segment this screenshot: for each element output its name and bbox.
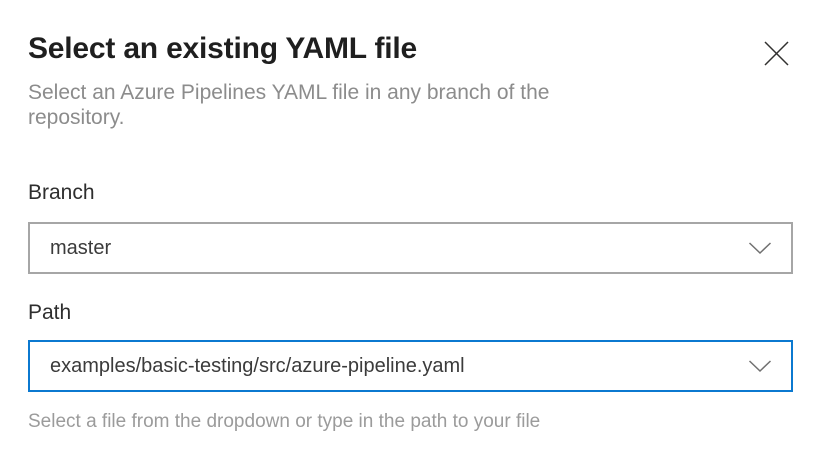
dialog-subtitle: Select an Azure Pipelines YAML file in a…: [28, 81, 550, 129]
path-helper-text: Select a file from the dropdown or type …: [28, 411, 541, 432]
dialog-header: Select an existing YAML file: [28, 30, 793, 68]
chevron-down-icon[interactable]: [747, 353, 773, 379]
close-button[interactable]: [761, 38, 791, 68]
close-icon: [763, 40, 790, 67]
path-combobox[interactable]: [28, 340, 793, 392]
branch-selected-value: master: [50, 236, 112, 259]
branch-dropdown[interactable]: master: [28, 222, 793, 274]
path-input[interactable]: [50, 342, 747, 390]
branch-label: Branch: [28, 181, 95, 204]
dialog-title: Select an existing YAML file: [28, 32, 417, 65]
chevron-down-icon: [747, 235, 773, 261]
path-label: Path: [28, 301, 72, 324]
